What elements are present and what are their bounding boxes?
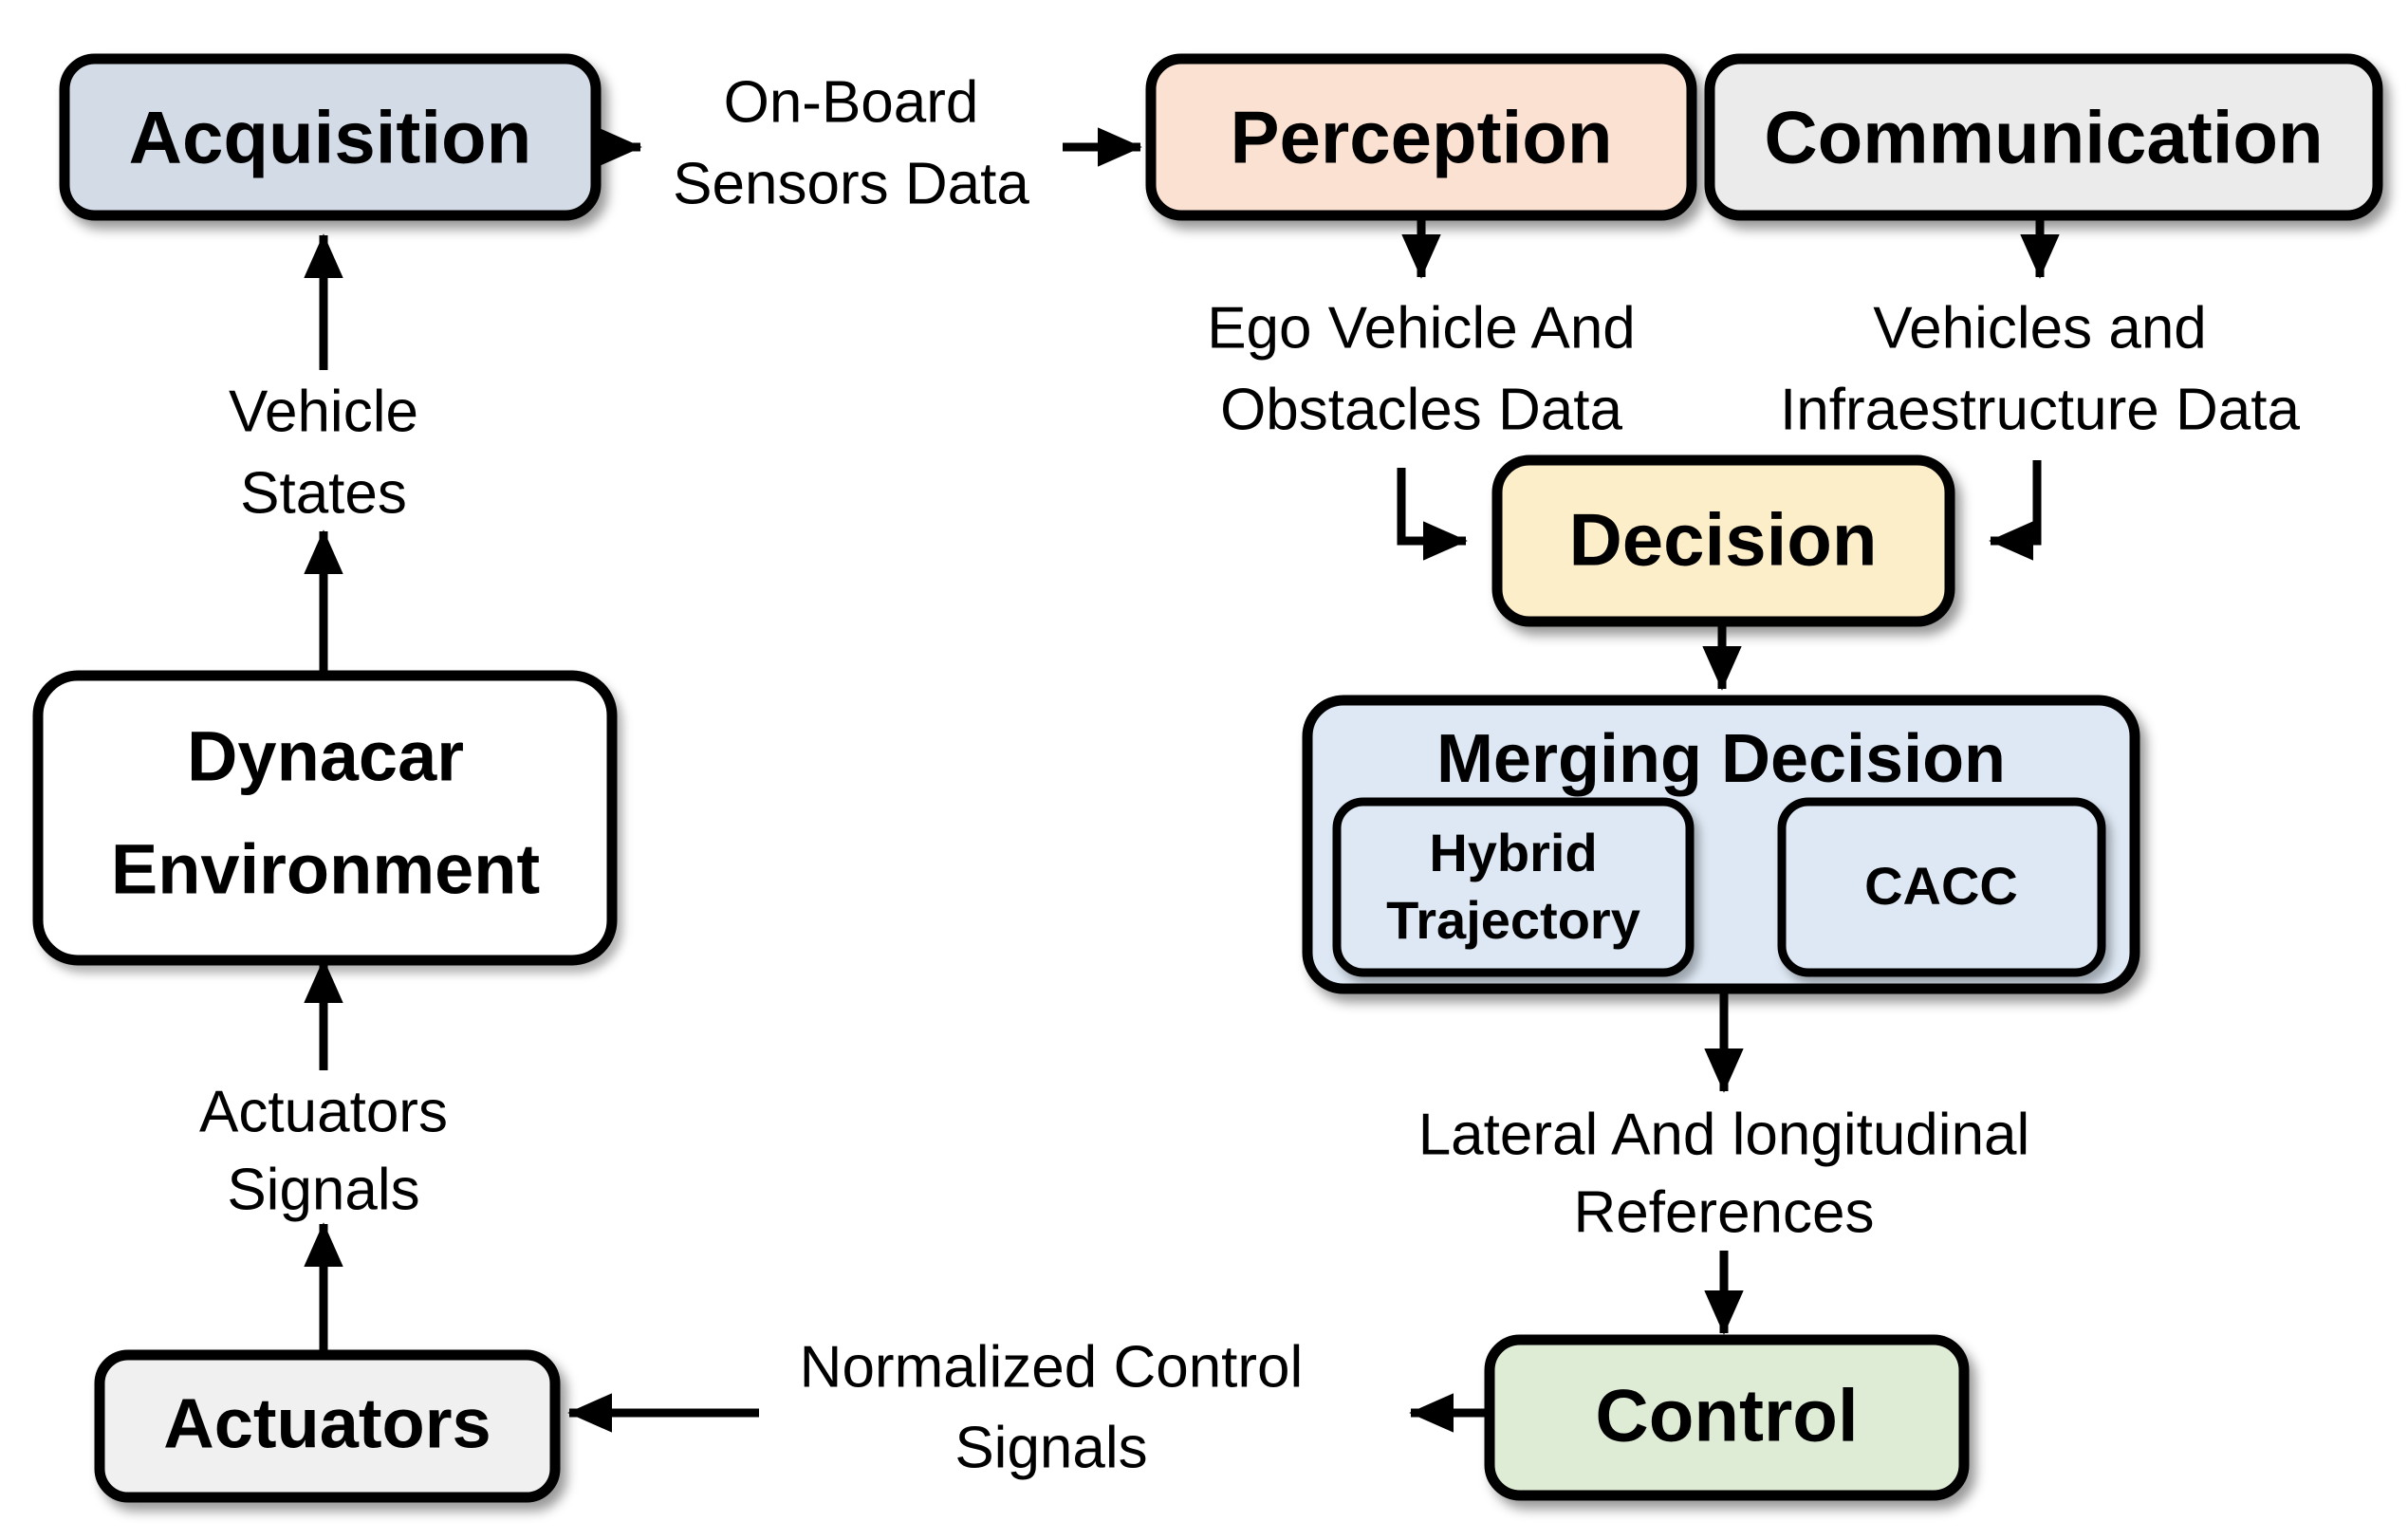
ego-vehicle-obstacles-data-line1: Ego Vehicle And: [1207, 295, 1636, 361]
dynacar-environment-box[interactable]: [32, 670, 618, 966]
dynacar-environment-label-line2: Environment: [111, 830, 540, 909]
vehicle-states-line1: Vehicle: [229, 379, 418, 444]
ego-vehicle-obstacles-data-line2: Obstacles Data: [1220, 377, 1622, 442]
actuators-signals-line2: Signals: [227, 1157, 419, 1222]
vehicles-infrastructure-data-line2: Infraestructure Data: [1780, 377, 2300, 442]
lateral-longitudinal-references-line1: Lateral And longitudinal: [1418, 1102, 2030, 1167]
actuators-signals-line1: Actuators: [199, 1079, 448, 1144]
acquisition-label: Acquisition: [129, 96, 532, 179]
cacc-label: CACC: [1864, 856, 2018, 916]
perception-label: Perception: [1230, 96, 1612, 179]
node-communication[interactable]: Communication: [1704, 53, 2383, 221]
on-board-sensors-data-line2: Sensors Data: [673, 151, 1029, 216]
connector-ego-label-to-decision: [1397, 468, 1468, 561]
normalized-control-signals-line2: Signals: [954, 1415, 1147, 1480]
vehicles-infrastructure-data-line1: Vehicles and: [1873, 295, 2207, 361]
dynacar-environment-label-line1: Dynacar: [187, 717, 464, 796]
node-perception[interactable]: Perception: [1145, 53, 1697, 221]
decision-box[interactable]: [1491, 455, 1955, 627]
perception-box[interactable]: [1145, 53, 1697, 221]
node-control[interactable]: Control: [1484, 1334, 1970, 1501]
normalized-control-signals-line1: Normalized Control: [800, 1334, 1304, 1400]
edge-label-on-board-sensors-data: On-Board Sensors Data: [673, 69, 1029, 216]
node-hybrid-trajectory[interactable]: Hybrid Trajectory: [1332, 797, 1695, 977]
edge-label-vehicle-states: Vehicle States: [229, 379, 418, 526]
actuators-box[interactable]: [94, 1349, 561, 1503]
actuators-label: Actuators: [163, 1384, 491, 1463]
on-board-sensors-data-line1: On-Board: [724, 69, 979, 135]
node-cacc[interactable]: CACC: [1777, 797, 2106, 977]
edge-label-ego-vehicle-obstacles-data: Ego Vehicle And Obstacles Data: [1207, 295, 1636, 442]
control-label: Control: [1595, 1374, 1858, 1457]
vehicle-states-line2: States: [240, 460, 407, 526]
node-decision[interactable]: Decision: [1491, 455, 1955, 627]
node-dynacar-environment[interactable]: Dynacar Environment: [32, 670, 618, 966]
communication-box[interactable]: [1704, 53, 2383, 221]
control-box[interactable]: [1484, 1334, 1970, 1501]
connector-infrastructure-label-to-decision: [1989, 460, 2042, 561]
acquisition-box[interactable]: [59, 53, 602, 221]
node-actuators[interactable]: Actuators: [94, 1349, 561, 1503]
decision-label: Decision: [1568, 498, 1877, 582]
edge-label-actuators-signals: Actuators Signals: [199, 1079, 448, 1222]
node-merging-decision[interactable]: Merging Decision Hybrid Trajectory CACC: [1302, 695, 2140, 994]
edge-label-lateral-longitudinal-references: Lateral And longitudinal References: [1418, 1102, 2030, 1245]
communication-label: Communication: [1764, 96, 2323, 179]
merging-decision-label: Merging Decision: [1436, 721, 2006, 797]
hybrid-trajectory-label-line2: Trajectory: [1386, 890, 1640, 950]
edge-label-normalized-control-signals: Normalized Control Signals: [800, 1334, 1304, 1480]
node-acquisition[interactable]: Acquisition: [59, 53, 602, 221]
lateral-longitudinal-references-line2: References: [1573, 1179, 1874, 1245]
hybrid-trajectory-label-line1: Hybrid: [1429, 823, 1597, 882]
hybrid-trajectory-box[interactable]: [1332, 797, 1695, 977]
cacc-box[interactable]: [1777, 797, 2106, 977]
edge-label-vehicles-infrastructure-data: Vehicles and Infraestructure Data: [1780, 295, 2300, 442]
